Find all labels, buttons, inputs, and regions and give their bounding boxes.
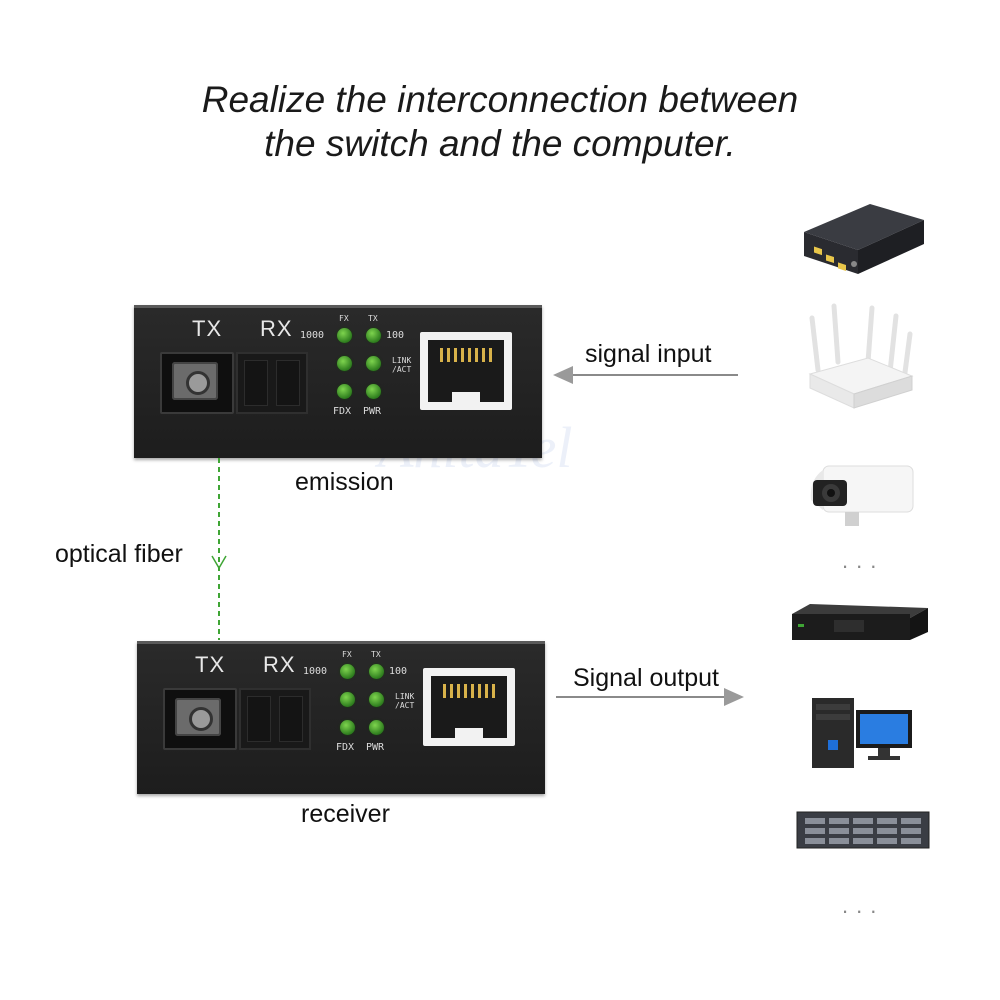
tx-led-label: TX [368, 314, 378, 323]
rx-port-label: RX [260, 316, 293, 341]
more-output-devices: ... [842, 893, 885, 918]
link-label: LINK [392, 356, 412, 365]
fdx-label: FDX [336, 742, 355, 753]
tx-led-label: TX [371, 650, 381, 659]
emission-converter: TX RX FX TX 1000 100 LINK /ACT FDX PWR [134, 305, 542, 458]
pwr-label: PWR [366, 742, 385, 753]
optical-fiber-label: optical fiber [55, 540, 183, 568]
fx-led [340, 664, 355, 679]
desktop-computer-icon [812, 698, 912, 768]
optical-fiber-line [211, 458, 227, 640]
router-icon [808, 303, 914, 409]
tx-port-label: TX [195, 652, 226, 677]
fdx-led [337, 384, 352, 399]
more-input-devices: ... [842, 548, 885, 573]
sc-fiber-port-rx [239, 688, 311, 750]
fx-led-label: FX [339, 314, 349, 323]
speed-1000-label: 1000 [303, 666, 328, 677]
speed-100-label: 100 [386, 330, 405, 341]
act-label: /ACT [395, 701, 415, 710]
tx-port-label: TX [192, 316, 223, 341]
act-label: /ACT [392, 365, 412, 374]
fdx-led [340, 720, 355, 735]
link-label: LINK [395, 692, 415, 701]
pwr-led [366, 384, 381, 399]
speed-100-label: 100 [389, 666, 408, 677]
signal-output-label: Signal output [573, 664, 719, 692]
receiver-label: receiver [301, 800, 390, 828]
rj45-port [423, 668, 515, 746]
tx-led [369, 664, 384, 679]
fx-led-label: FX [342, 650, 352, 659]
sc-fiber-port [160, 352, 234, 414]
signal-input-label: signal input [585, 340, 712, 368]
dvr-icon [792, 604, 928, 640]
emission-label: emission [295, 468, 394, 496]
server-rack-icon [796, 811, 930, 849]
rj45-port [420, 332, 512, 410]
tx-led [366, 328, 381, 343]
link-fx-led [337, 356, 352, 371]
security-camera-icon [810, 465, 914, 526]
fdx-label: FDX [333, 406, 352, 417]
switch-icon [804, 204, 924, 274]
rx-port-label: RX [263, 652, 296, 677]
sc-fiber-port [163, 688, 237, 750]
pwr-led [369, 720, 384, 735]
link-tx-led [366, 356, 381, 371]
link-tx-led [369, 692, 384, 707]
link-fx-led [340, 692, 355, 707]
receiver-converter: TX RX FX TX 1000 100 LINK /ACT FDX PWR [137, 641, 545, 794]
title-line-2: the switch and the computer. [264, 123, 736, 164]
sc-fiber-port-rx [236, 352, 308, 414]
title-line-1: Realize the interconnection between [201, 79, 799, 120]
page-title: Realize the interconnection between the … [0, 78, 1000, 166]
pwr-label: PWR [363, 406, 382, 417]
fx-led [337, 328, 352, 343]
speed-1000-label: 1000 [300, 330, 325, 341]
